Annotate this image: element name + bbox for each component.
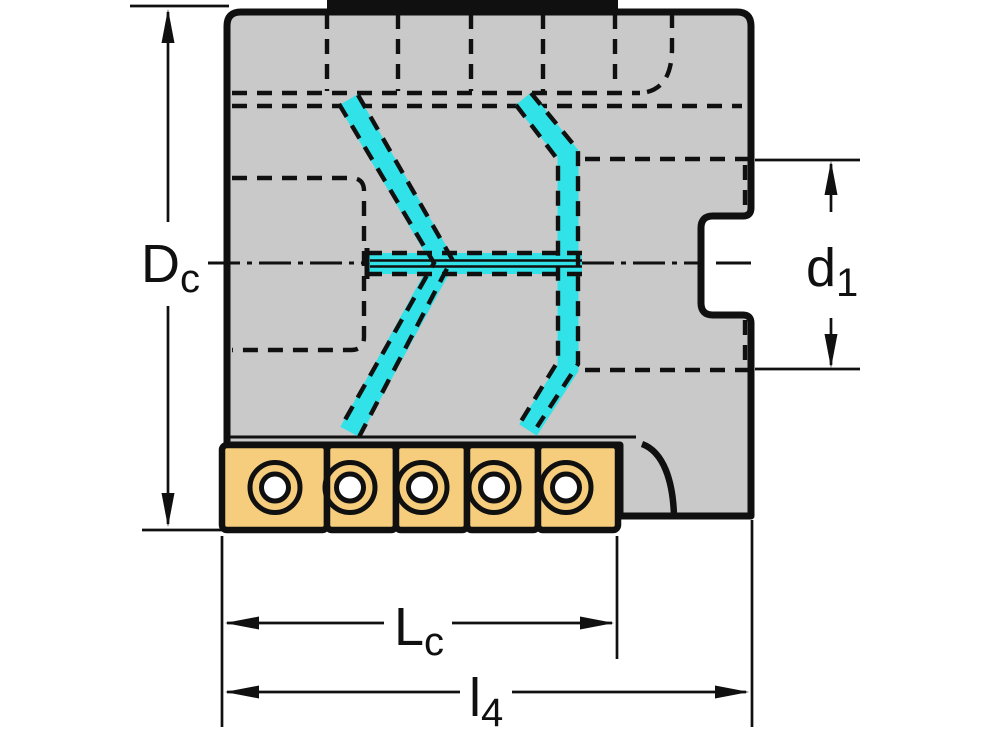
- dimension-dc: Dc: [130, 4, 229, 532]
- hidden-lines: [232, 13, 748, 373]
- body-fillet-edge: [640, 440, 678, 517]
- screw-outer-ring: [394, 460, 450, 515]
- channel-left-border-b: [337, 102, 437, 429]
- screw-outer-ring: [247, 460, 303, 515]
- coolant-channels: [337, 91, 582, 439]
- channel-right-border-b: [514, 103, 561, 425]
- screw-center: [478, 471, 510, 504]
- dc-arrow-up: [161, 9, 175, 43]
- dimension-label-l4: l4: [469, 668, 503, 735]
- screw-outer-ring: [538, 460, 594, 515]
- body-top-edge-band: [327, 0, 618, 9]
- screw-outer-ring: [466, 460, 522, 515]
- dimension-label-dc: Dc: [141, 234, 200, 301]
- l4-arrow-right: [715, 685, 749, 699]
- screw-center: [259, 471, 291, 504]
- dimension-d1: d1: [755, 158, 860, 371]
- dimension-l4: l4: [225, 520, 754, 735]
- dimension-label-lc: Lc: [394, 597, 444, 664]
- screw-center: [334, 471, 366, 504]
- coolant-channel-horizontal: [367, 253, 582, 274]
- screw-outer-ring: [322, 460, 378, 515]
- dimension-label-d1: d1: [806, 238, 858, 305]
- lc-arrow-right: [580, 616, 614, 630]
- l4-arrow-left: [225, 685, 259, 699]
- pocket-corner-dash: [639, 13, 675, 96]
- screw-center: [550, 471, 582, 504]
- dimension-lc: Lc: [220, 536, 619, 727]
- lc-arrow-left: [225, 616, 259, 630]
- channel-left-border-a: [356, 93, 455, 439]
- screw-center: [406, 471, 438, 504]
- insert-row: [218, 441, 622, 534]
- d1-arrow-down: [824, 334, 838, 368]
- d1-arrow-up: [824, 161, 838, 195]
- insert-screws: [247, 460, 594, 515]
- channel-right-border-a: [529, 91, 581, 429]
- dc-arrow-down: [161, 493, 175, 527]
